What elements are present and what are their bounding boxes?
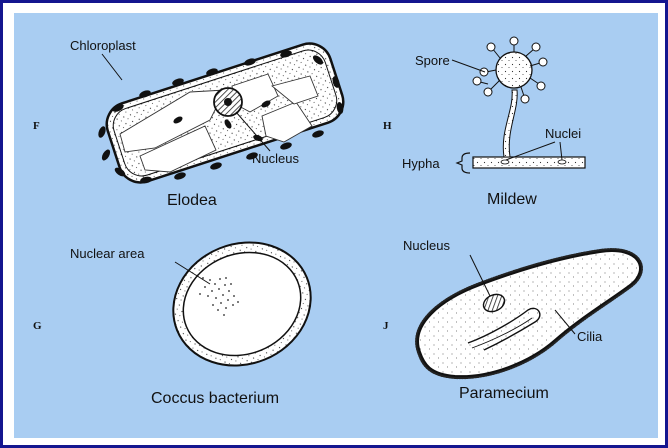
caption-paramecium: Paramecium <box>459 385 549 402</box>
panel-letter-j: J <box>383 320 389 332</box>
bracket-hypha <box>457 153 470 173</box>
label-spore: Spore <box>415 53 450 68</box>
elodea-nucleus-icon <box>214 88 242 116</box>
mildew <box>473 37 585 168</box>
label-nuclear-area: Nuclear area <box>70 246 145 261</box>
panel-letter-g: G <box>33 320 42 332</box>
elodea-cell <box>97 38 349 188</box>
label-elodea-nucleus: Nucleus <box>252 151 299 166</box>
panel-letter-h: H <box>383 120 392 132</box>
label-nuclei: Nuclei <box>545 126 581 141</box>
coccus-bacterium-cell <box>155 222 330 386</box>
label-cilia: Cilia <box>577 329 603 344</box>
caption-mildew: Mildew <box>487 191 537 208</box>
label-paramecium-nucleus: Nucleus <box>403 238 450 253</box>
leader-spore <box>452 60 485 72</box>
label-chloroplast: Chloroplast <box>70 38 136 53</box>
label-hypha: Hypha <box>402 156 440 171</box>
caption-elodea: Elodea <box>167 192 217 209</box>
leader-chloroplast <box>102 54 122 80</box>
paramecium-cell <box>418 251 640 376</box>
panel-letter-f: F <box>33 120 40 132</box>
caption-coccus: Coccus bacterium <box>151 390 279 407</box>
